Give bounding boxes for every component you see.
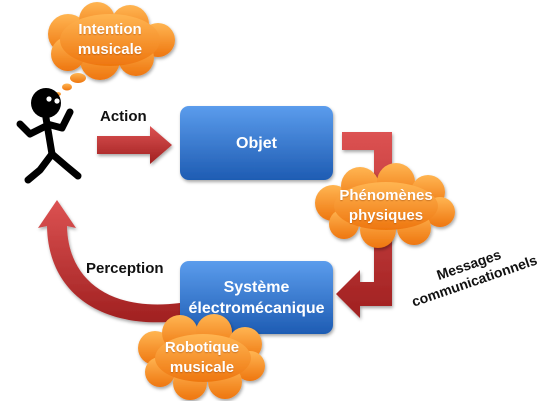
action-arrow (97, 126, 172, 164)
robotique-cloud-label: Robotique musicale (164, 339, 240, 376)
perception-label: Perception (86, 259, 164, 277)
robotique-cloud-shape (138, 314, 265, 400)
stick-figure-face (46, 96, 60, 104)
systeme-box: Système électromécanique (188, 278, 325, 317)
objet-box-shape (180, 106, 333, 180)
phenomenes-cloud-shape (315, 163, 455, 248)
action-label: Action (100, 107, 147, 125)
stick-figure (16, 88, 82, 184)
perception-arrow (38, 200, 180, 323)
phenomenes-cloud-label: Phénomènes physiques (339, 187, 433, 224)
intention-cloud-shape (48, 2, 175, 80)
intention-cloud-label: Intention musicale (77, 21, 143, 58)
objet-box: Objet (236, 134, 277, 152)
thought-bubbles (55, 73, 86, 96)
